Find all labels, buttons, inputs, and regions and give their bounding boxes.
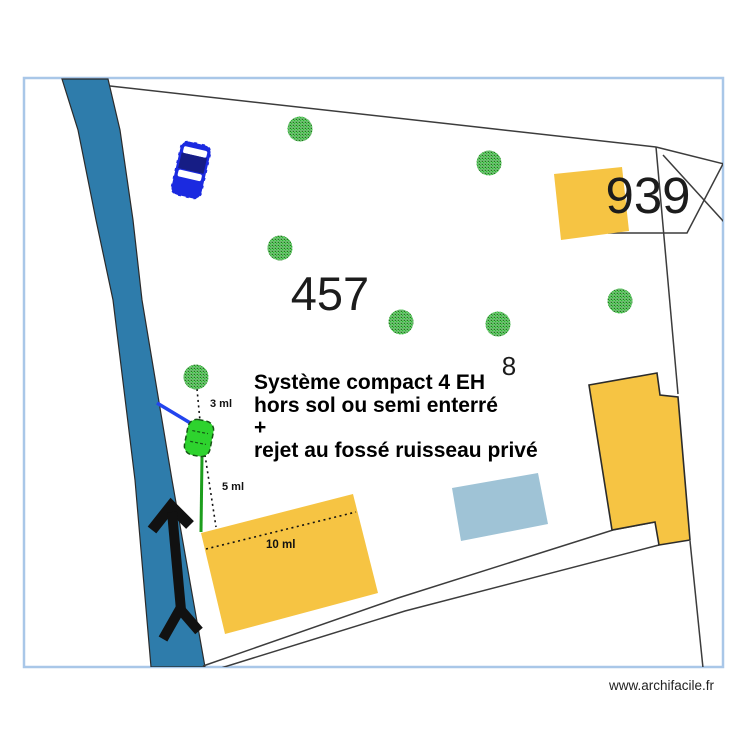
septic-device-detail <box>192 429 209 435</box>
car-windshield <box>183 146 208 158</box>
building-bottom <box>201 494 378 634</box>
measurement-label-3ml: 3 ml <box>210 398 232 410</box>
building-top-right <box>554 167 629 240</box>
annotation-line-4: rejet au fossé ruisseau privé <box>254 439 538 462</box>
pool-shape <box>452 473 548 541</box>
annotation-line-2: hors sol ou semi enterré <box>254 394 498 417</box>
parcel-number-8: 8 <box>502 351 516 381</box>
parcel-number-457: 457 <box>291 267 369 320</box>
measurement-label-5ml: 5 ml <box>222 481 244 493</box>
tree-icon <box>485 311 511 337</box>
tree-icon <box>267 235 293 261</box>
dotted-line-5ml <box>204 454 217 528</box>
car-roof <box>178 152 208 174</box>
septic-device-body <box>183 418 215 458</box>
flow-arrow-icon <box>147 497 203 642</box>
parcel-number-939: 939 <box>605 167 690 224</box>
boundary-right-vertical <box>655 146 679 395</box>
boundary-bottom-right <box>689 540 704 667</box>
dotted-line-10ml <box>205 511 357 550</box>
car-icon <box>169 139 213 201</box>
flow-arrow-shaft <box>167 511 186 611</box>
flow-arrow-head <box>147 497 194 534</box>
watermark-text: www.archifacile.fr <box>608 678 715 693</box>
annotation-block: Système compact 4 EH hors sol ou semi en… <box>254 371 538 462</box>
measurement-label-10ml: 10 ml <box>266 539 295 551</box>
tree-icon <box>287 116 313 142</box>
trees-group <box>183 116 633 390</box>
building-right <box>588 372 691 546</box>
car-rear-window <box>177 169 202 182</box>
tree-icon <box>183 364 209 390</box>
boundary-top <box>109 85 657 148</box>
annotation-line-1: Système compact 4 EH <box>254 371 485 394</box>
road-lower-line <box>221 544 660 667</box>
boundary-wedge <box>608 162 723 234</box>
boundary-wedge-cross <box>662 154 723 223</box>
boundary-top-right <box>655 146 723 165</box>
flow-arrow-tail <box>158 600 203 642</box>
tree-icon <box>388 309 414 335</box>
tree-icon <box>476 150 502 176</box>
tree-icon <box>607 288 633 314</box>
septic-device-icon <box>183 418 215 458</box>
outlet-pipe-line <box>199 455 204 533</box>
measurement-dotted-lines <box>196 388 357 550</box>
annotation-line-3: + <box>254 416 266 439</box>
